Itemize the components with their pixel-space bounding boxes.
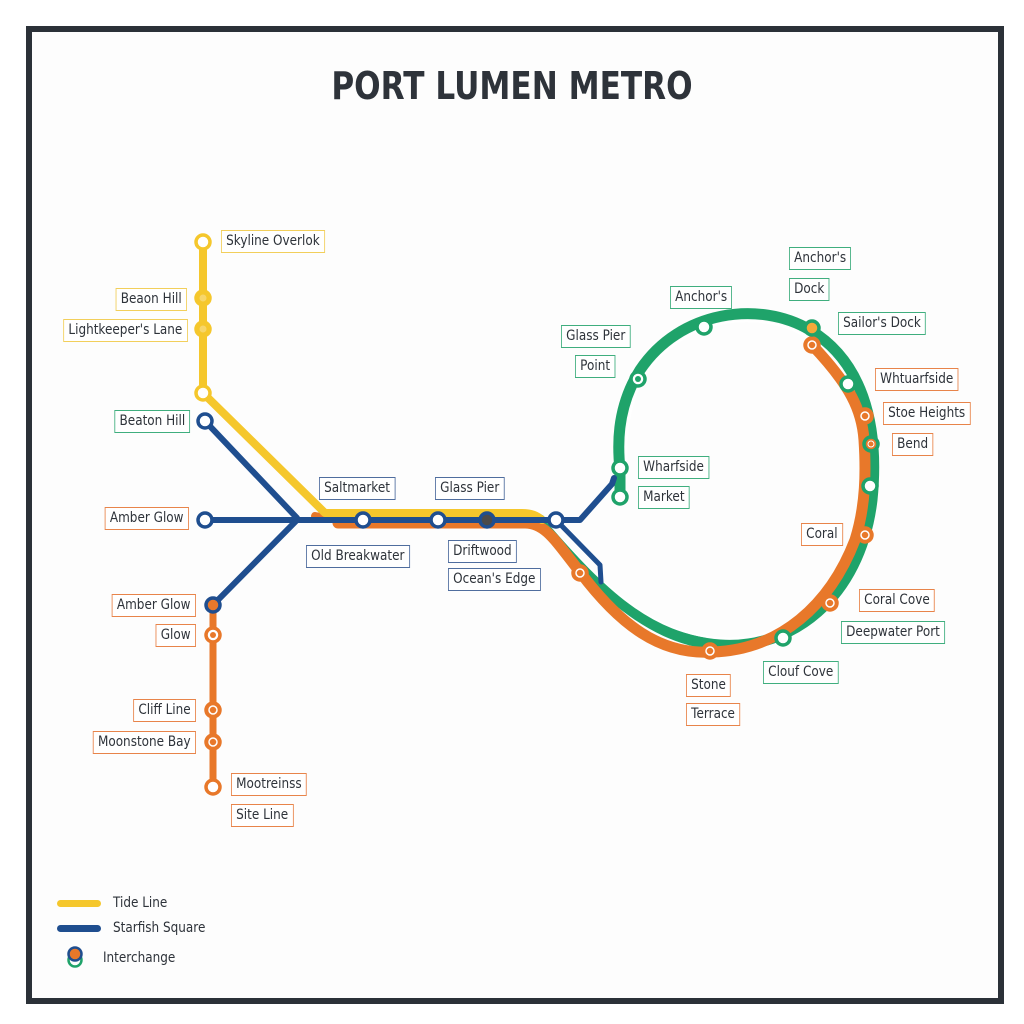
label-deepwater-port[interactable]: Deepwater Port: [841, 621, 946, 644]
label-bend[interactable]: Bend: [892, 433, 934, 456]
label-coral[interactable]: Coral: [801, 523, 843, 546]
label-lightkeepers-lane[interactable]: Lightkeeper's Lane: [62, 319, 187, 342]
label-moonstone-bay[interactable]: Moonstone Bay: [92, 731, 196, 754]
station-whtuarfside[interactable]: [839, 375, 857, 393]
legend-item-interchange: Interchange: [65, 945, 187, 971]
label-clouf-cove[interactable]: Clouf Cove: [763, 661, 839, 684]
station-anchors[interactable]: [695, 318, 713, 336]
label-mootreinss[interactable]: Mootreinss: [231, 773, 307, 796]
station-wharfside[interactable]: [611, 459, 629, 477]
label-sailors-dock[interactable]: Sailor's Dock: [838, 312, 926, 335]
label-glass-pier[interactable]: Glass Pier: [435, 477, 505, 500]
starfish-line: [202, 418, 617, 608]
label-glass-pier-point-2[interactable]: Point: [575, 355, 616, 378]
station-markers: [194, 233, 880, 796]
map-title: PORT LUMEN METRO: [331, 64, 693, 108]
label-beaton-hill[interactable]: Beaton Hill: [113, 410, 190, 433]
label-terrace[interactable]: Terrace: [686, 703, 741, 726]
label-glass-pier-point-1[interactable]: Glass Pier: [561, 325, 631, 348]
label-amber-glow-orange[interactable]: Amber Glow: [111, 594, 196, 617]
station-glass-pier[interactable]: [429, 511, 447, 529]
label-wharfside[interactable]: Wharfside: [638, 456, 710, 479]
label-site-line[interactable]: Site Line: [231, 804, 294, 827]
legend-item-starfish-square: Starfish Square: [57, 920, 220, 936]
label-old-breakwater[interactable]: Old Breakwater: [306, 545, 410, 568]
label-market[interactable]: Market: [638, 486, 690, 509]
label-anchors-dock-1[interactable]: Anchor's: [789, 247, 852, 270]
station-amber-glow-interchange[interactable]: [204, 596, 222, 614]
label-driftwood[interactable]: Driftwood: [448, 540, 517, 563]
station-driftwood[interactable]: [478, 511, 496, 529]
station-yellow-junction[interactable]: [194, 384, 212, 402]
label-skyline-overlok[interactable]: Skyline Overlok: [221, 230, 325, 253]
label-whtuarfside[interactable]: Whtuarfside: [875, 368, 959, 391]
label-glow[interactable]: Glow: [155, 624, 196, 647]
station-clouf-cove[interactable]: [774, 629, 792, 647]
label-stoe-heights[interactable]: Stoe Heights: [883, 402, 971, 425]
station-green-east[interactable]: [861, 477, 879, 495]
starfish-line-swatch-icon: [57, 924, 101, 932]
station-mootreinss[interactable]: [204, 778, 222, 796]
tide-line-swatch-icon: [57, 899, 101, 907]
label-anchors[interactable]: Anchor's: [670, 286, 733, 309]
label-anchors-dock-2[interactable]: Dock: [789, 278, 830, 301]
station-skyline-overlok[interactable]: [194, 233, 212, 251]
label-amber-glow-blue[interactable]: Amber Glow: [104, 507, 189, 530]
label-cliff-line[interactable]: Cliff Line: [133, 699, 196, 722]
interchange-icon: [67, 946, 83, 968]
label-oceans-edge[interactable]: Ocean's Edge: [448, 568, 541, 591]
label-coral-cove[interactable]: Coral Cove: [859, 589, 935, 612]
station-market[interactable]: [611, 488, 629, 506]
station-amber-glow-blue[interactable]: [196, 511, 214, 529]
label-beaon-hill[interactable]: Beaon Hill: [115, 288, 187, 311]
station-beaton-hill[interactable]: [196, 412, 214, 430]
legend-item-tide-line: Tide Line: [57, 895, 176, 911]
station-anchors-dock[interactable]: [803, 319, 821, 337]
label-saltmarket[interactable]: Saltmarket: [319, 477, 396, 500]
station-blue-junction[interactable]: [547, 511, 565, 529]
station-saltmarket[interactable]: [354, 511, 372, 529]
label-stone[interactable]: Stone: [686, 674, 732, 697]
